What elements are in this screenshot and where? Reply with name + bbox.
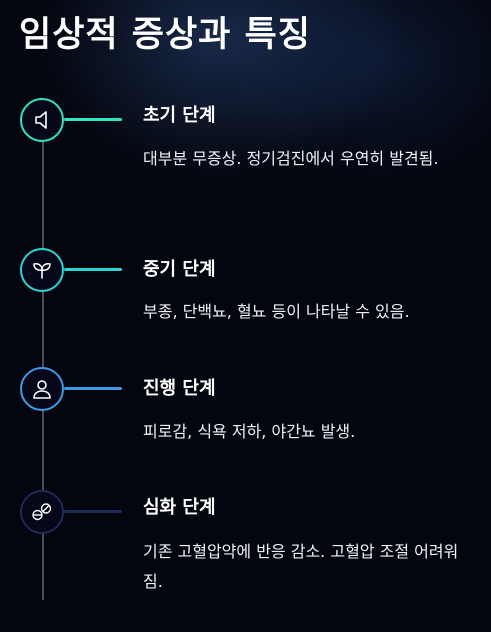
person-icon xyxy=(33,380,51,399)
stage-4-connector xyxy=(64,510,122,513)
stage-2-title: 중기 단계 xyxy=(143,259,216,280)
stage-2-connector xyxy=(64,268,122,271)
stage-2-description: 부종, 단백뇨, 혈뇨 등이 나타날 수 있음. xyxy=(143,302,410,321)
stage-1-description: 대부분 무증상. 정기검진에서 우연히 발견됨. xyxy=(143,149,439,168)
page-title: 임상적 증상과 특징 xyxy=(19,15,311,55)
stage-3-connector xyxy=(64,387,122,390)
stage-3-title: 진행 단계 xyxy=(143,378,216,399)
pill-icon xyxy=(32,503,52,521)
stage-4-title: 심화 단계 xyxy=(143,497,216,518)
stage-3-description: 피로감, 식욕 저하, 야간뇨 발생. xyxy=(143,422,356,441)
stage-3-node xyxy=(20,367,64,411)
stage-1-node xyxy=(20,98,64,142)
stage-2-node xyxy=(20,248,64,292)
stage-4-node xyxy=(20,490,64,534)
sprout-icon xyxy=(33,263,51,279)
speaker-icon xyxy=(35,111,47,129)
stage-1-title: 초기 단계 xyxy=(143,105,216,126)
stage-1-connector xyxy=(64,118,122,121)
stage-4-description: 기존 고혈압약에 반응 감소. 고혈압 조절 어려워짐. xyxy=(143,542,459,591)
